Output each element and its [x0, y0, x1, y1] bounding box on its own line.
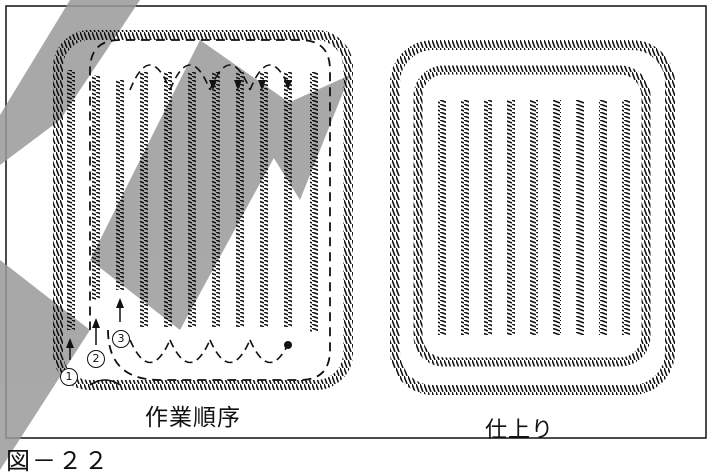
loop-arcs	[129, 64, 291, 364]
step-2-marker: 2	[87, 350, 105, 368]
order-path	[89, 39, 331, 381]
finished-panel	[390, 40, 675, 395]
left-outer-border	[53, 30, 353, 390]
right-outer-border	[390, 40, 675, 395]
right-stitch-columns	[438, 100, 630, 335]
step-3-marker: 3	[112, 330, 130, 348]
right-inner-border	[413, 65, 651, 367]
figure-frame	[5, 5, 707, 439]
finished-caption: 仕上り	[485, 418, 555, 443]
figure-number: 図－２２	[6, 447, 110, 475]
step-1-marker: 1	[60, 368, 78, 386]
left-stitch-columns	[67, 70, 318, 332]
work-order-caption: 作業順序	[145, 405, 241, 431]
work-order-panel	[53, 30, 353, 390]
